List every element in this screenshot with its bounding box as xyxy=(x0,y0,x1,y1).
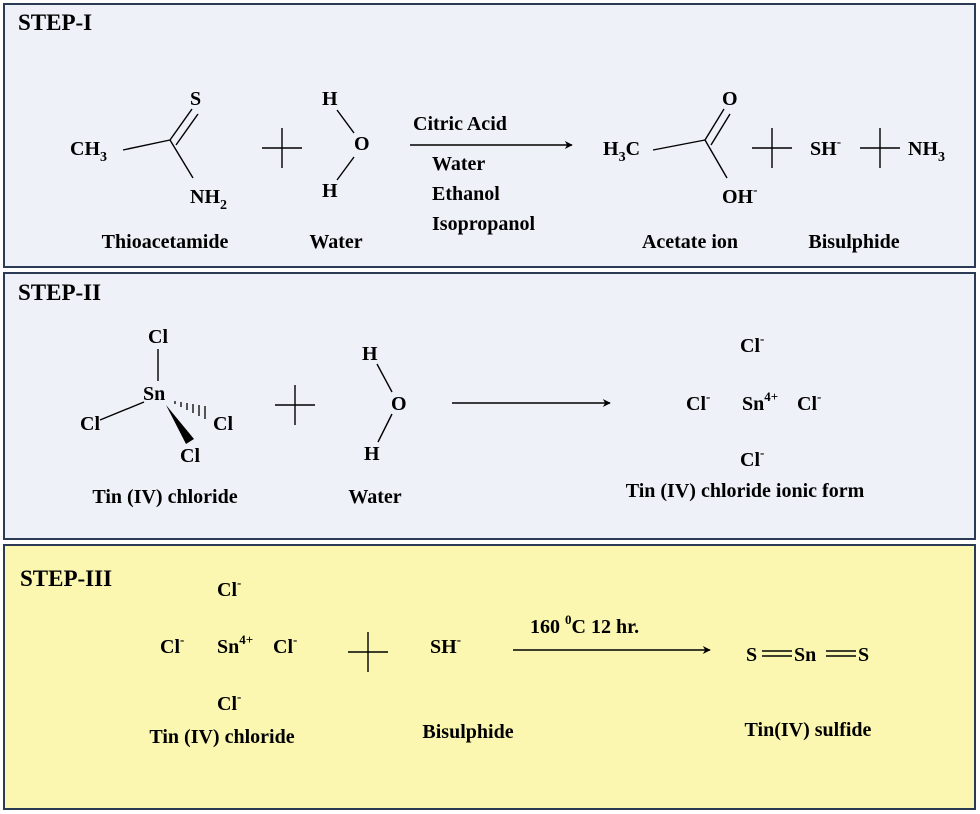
water-h-top: H xyxy=(362,343,378,365)
acetate-oh: OH- xyxy=(722,182,757,208)
bisulphide-sh: SH- xyxy=(810,134,841,160)
step-1-title: STEP-I xyxy=(18,10,92,35)
water-h-top: H xyxy=(322,88,338,110)
tin-chloride-ionic-label: Tin (IV) chloride ionic form xyxy=(626,480,865,502)
acetate-label: Acetate ion xyxy=(642,231,738,253)
plus-sign xyxy=(860,128,900,168)
step-2-title: STEP-II xyxy=(18,280,101,305)
ionic-cl-right: Cl- xyxy=(797,389,821,415)
water-structure: H O H xyxy=(362,343,407,465)
plus-sign xyxy=(752,128,792,168)
sn-center: Sn xyxy=(143,383,165,405)
tin-sulfide-label: Tin(IV) sulfide xyxy=(745,719,872,741)
step-3-panel xyxy=(3,544,976,810)
tin-chloride-structure: Cl Sn Cl Cl Cl xyxy=(80,326,233,467)
ionic-cl-bottom: Cl- xyxy=(740,445,764,471)
bisulphide-label: Bisulphide xyxy=(808,231,899,253)
thioacetamide-label: Thioacetamide xyxy=(102,231,229,253)
condition-isopropanol: Isopropanol xyxy=(432,213,535,235)
bond-c-s-1 xyxy=(169,108,193,141)
sn-cl-right: Cl xyxy=(213,413,233,435)
bisulphide-label: Bisulphide xyxy=(422,721,513,743)
ionic-cl-left: Cl- xyxy=(686,389,710,415)
water-h-bottom: H xyxy=(322,180,338,202)
water-label: Water xyxy=(348,486,401,508)
water-h-bottom: H xyxy=(364,443,380,465)
sn-cl-top: Cl xyxy=(148,326,168,348)
tin-sulfide-structure: S Sn S xyxy=(746,644,869,666)
tin-chloride-ionic-structure: Cl- Cl- Sn4+ Cl- Cl- xyxy=(160,575,297,715)
water-label: Water xyxy=(309,231,362,253)
step-3-title: STEP-III xyxy=(20,566,112,591)
step-1-panel xyxy=(3,3,976,268)
ionic-cl-top: Cl- xyxy=(740,331,764,357)
tin-chloride-label: Tin (IV) chloride xyxy=(149,726,294,748)
ionic-cl-top: Cl- xyxy=(217,575,241,601)
sn-cl-bottom: Cl xyxy=(180,445,200,467)
bisulphide-sh: SH- xyxy=(430,632,461,658)
bond-c-n xyxy=(169,139,194,179)
product-tin: Sn xyxy=(794,644,816,666)
acetate-oxygen: O xyxy=(722,88,738,110)
thioacetamide-sulfur: S xyxy=(190,88,201,110)
acetate-h3c: H3C xyxy=(603,138,640,165)
product-sulfur-right: S xyxy=(858,644,869,666)
tin-chloride-ionic-structure: Cl- Cl- Sn4+ Cl- Cl- xyxy=(686,331,821,471)
ionic-cl-left: Cl- xyxy=(160,632,184,658)
ionic-sn: Sn4+ xyxy=(742,389,778,415)
plus-sign xyxy=(262,128,302,168)
water-structure: H O H xyxy=(322,88,370,202)
tin-chloride-label: Tin (IV) chloride xyxy=(92,486,237,508)
ionic-sn: Sn4+ xyxy=(217,632,253,658)
condition-citric-acid: Citric Acid xyxy=(413,113,507,135)
bond-c-s-2 xyxy=(175,113,199,146)
ionic-cl-bottom: Cl- xyxy=(217,689,241,715)
condition-ethanol: Ethanol xyxy=(432,183,500,205)
plus-sign xyxy=(275,385,315,425)
condition-water: Water xyxy=(432,153,485,175)
water-oxygen: O xyxy=(354,133,370,155)
ionic-cl-right: Cl- xyxy=(273,632,297,658)
plus-sign xyxy=(348,632,388,672)
step-2-panel xyxy=(3,272,976,540)
bond-c-ch3 xyxy=(122,139,171,151)
thioacetamide-structure: CH3 S NH2 xyxy=(70,88,227,213)
ammonia-nh3: NH3 xyxy=(908,138,945,165)
thioacetamide-ch3: CH3 xyxy=(70,138,107,165)
sn-cl-left: Cl xyxy=(80,413,100,435)
thioacetamide-nh2: NH2 xyxy=(190,186,227,213)
acetate-structure: H3C O OH- xyxy=(603,88,757,208)
water-oxygen: O xyxy=(391,393,407,415)
product-sulfur-left: S xyxy=(746,644,757,666)
